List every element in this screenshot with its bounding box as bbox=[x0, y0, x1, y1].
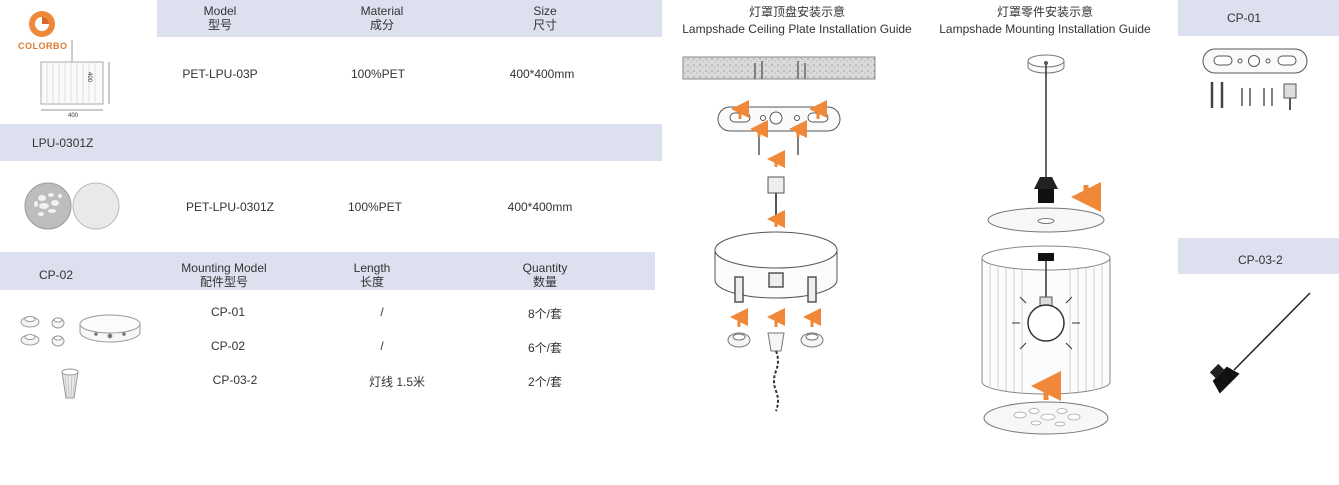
t2-row2-length: / bbox=[380, 339, 384, 353]
t2-row2-qty: 6个/套 bbox=[527, 341, 562, 355]
col-header-quantity: Quantity 数量 bbox=[522, 261, 568, 289]
cp01-parts-image bbox=[1202, 48, 1308, 110]
twisted-cord bbox=[773, 350, 779, 412]
lamp-socket bbox=[1034, 177, 1058, 189]
logo-text: COLORBO bbox=[18, 41, 68, 51]
t2-row1-length: / bbox=[380, 305, 384, 319]
t2-row1-qty: 8个/套 bbox=[527, 307, 562, 321]
row2-material: 100%PET bbox=[347, 200, 403, 214]
plain-disc-image bbox=[72, 182, 120, 230]
dim-width-label: 400 bbox=[68, 113, 79, 119]
header-band-table1 bbox=[157, 0, 662, 37]
decor-disc-image bbox=[24, 182, 72, 230]
lampshade-drum-image bbox=[40, 40, 110, 111]
cp032-cord-image bbox=[1209, 292, 1311, 394]
col-header-material: Material 成分 bbox=[360, 4, 404, 32]
t2-row3-qty: 2个/套 bbox=[527, 375, 562, 389]
part-label-cp01: CP-01 bbox=[1227, 11, 1262, 25]
header-band-cp01 bbox=[1178, 0, 1339, 36]
row1-material: 100%PET bbox=[350, 67, 406, 81]
dim-height-label: 400 bbox=[86, 72, 92, 83]
logo-mark-icon bbox=[29, 11, 55, 37]
row1-size: 400*400mm bbox=[509, 67, 575, 81]
col-header-size: Size 尺寸 bbox=[532, 4, 557, 32]
cp02-parts-image bbox=[20, 314, 141, 399]
section-band-lpu bbox=[0, 124, 662, 161]
ceiling-installation-diagram bbox=[682, 56, 876, 412]
section-label-cp02: CP-02 bbox=[39, 268, 74, 282]
part-label-cp032: CP-03-2 bbox=[1238, 253, 1283, 267]
brand-logo: COLORBO bbox=[18, 5, 78, 55]
row1-model: PET-LPU-03P bbox=[182, 67, 258, 81]
section-band-cp02 bbox=[0, 252, 655, 290]
guide-ceiling-title: 灯罩顶盘安装示意 Lampshade Ceiling Plate Install… bbox=[682, 5, 912, 36]
col-header-mounting-model: Mounting Model 配件型号 bbox=[181, 261, 267, 289]
t2-row1-model: CP-01 bbox=[210, 305, 245, 319]
t2-row3-length: 灯线 1.5米 bbox=[368, 375, 426, 389]
bulb bbox=[1027, 304, 1065, 342]
row2-size: 400*400mm bbox=[507, 200, 573, 214]
guide-mounting-title: 灯罩零件安装示意 Lampshade Mounting Installation… bbox=[939, 5, 1151, 36]
row2-model: PET-LPU-0301Z bbox=[185, 200, 275, 214]
col-header-model: Model 型号 bbox=[203, 4, 237, 32]
t2-row2-model: CP-02 bbox=[210, 339, 245, 353]
col-header-length: Length 长度 bbox=[353, 261, 391, 289]
t2-row3-model: CP-03-2 bbox=[212, 373, 258, 387]
mounting-installation-diagram bbox=[981, 54, 1111, 435]
header-band-cp032 bbox=[1178, 238, 1339, 274]
ceiling-slab bbox=[682, 56, 876, 80]
section-label-lpu: LPU-0301Z bbox=[32, 136, 94, 150]
